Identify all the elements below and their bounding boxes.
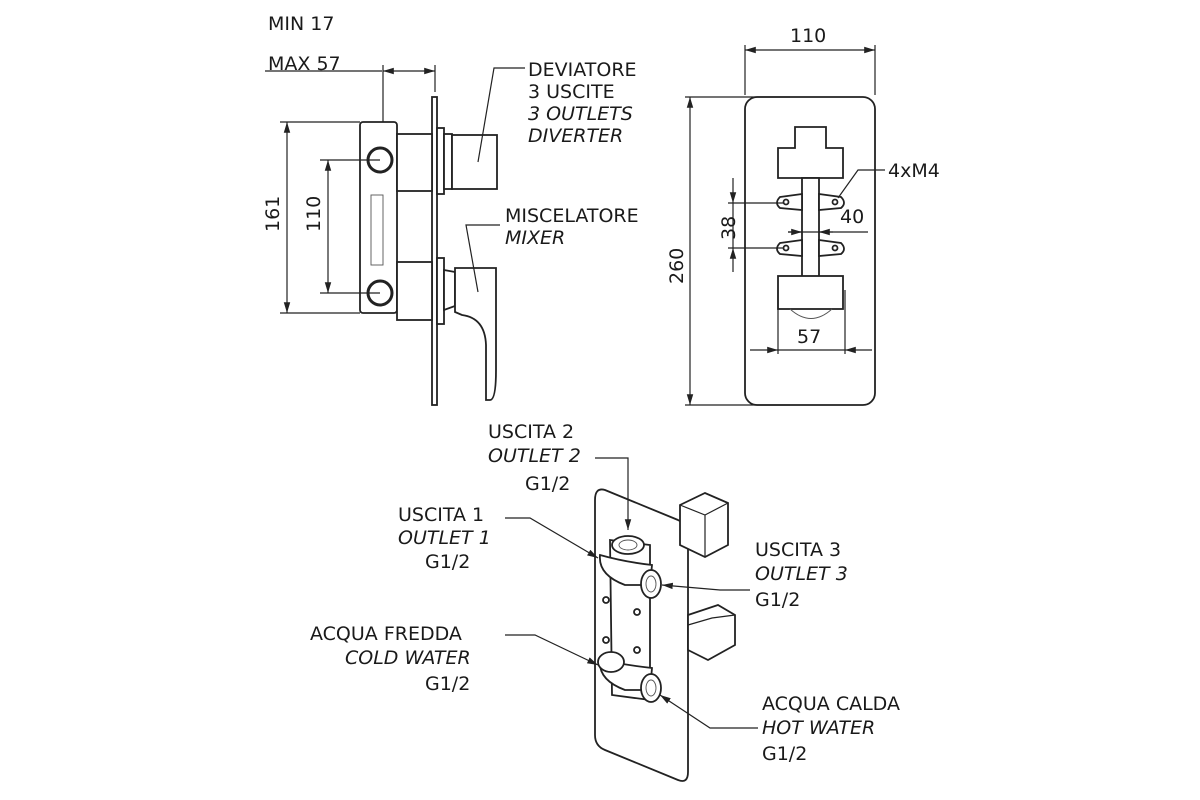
cold-water-label-en: COLD WATER	[345, 647, 471, 669]
outlet-1-thread: G1/2	[425, 551, 470, 573]
diverter-outlets-it: 3 USCITE	[528, 81, 615, 103]
width-110-label: 110	[790, 25, 826, 47]
hot-water-label-it: ACQUA CALDA	[762, 693, 900, 715]
outlet-2-label-it: USCITA 2	[488, 421, 574, 443]
width-57-label: 57	[797, 326, 821, 348]
diverter-label-it: DEVIATORE	[528, 59, 637, 81]
cold-water-thread: G1/2	[425, 673, 470, 695]
diverter-outlets-en: 3 OUTLETS	[528, 103, 633, 125]
outlet-2-label-en: OUTLET 2	[488, 445, 581, 467]
screw-ears	[776, 192, 845, 257]
mixer-lever	[454, 267, 497, 401]
top-valve-block	[777, 126, 844, 179]
depth-max-label: MAX 57	[268, 53, 341, 75]
side-view: MIN 17 MAX 57 161 110 DEVI	[262, 13, 639, 406]
diverter-knob	[451, 134, 498, 190]
bottom-valve-block	[777, 275, 844, 310]
height-161-label: 161	[262, 196, 284, 232]
depth-min-label: MIN 17	[268, 13, 334, 35]
diverter-label-en: DIVERTER	[528, 125, 623, 147]
height-260-label: 260	[666, 248, 688, 284]
outlet-1-label-en: OUTLET 1	[398, 527, 491, 549]
outlet-3-label-it: USCITA 3	[755, 539, 841, 561]
screws-label: 4xM4	[888, 160, 940, 182]
outlet-2-thread: G1/2	[525, 473, 570, 495]
cold-water-label-it: ACQUA FREDDA	[310, 623, 462, 645]
spacing-110-label: 110	[303, 196, 325, 232]
spacing-40-label: 40	[840, 206, 864, 228]
cover-plate-edge	[431, 96, 438, 406]
outlet-3-thread: G1/2	[755, 589, 800, 611]
spacing-38-label: 38	[718, 216, 740, 240]
outlet-3-label-en: OUTLET 3	[755, 563, 848, 585]
iso-view: USCITA 2 OUTLET 2 G1/2 USCITA 1 OUTLET 1…	[310, 421, 900, 782]
mixer-label-it: MISCELATORE	[505, 205, 639, 227]
outlet-1-label-it: USCITA 1	[398, 504, 484, 526]
mixer-label-en: MIXER	[505, 227, 565, 249]
front-view: 110 260 38 40	[666, 25, 940, 406]
hot-water-thread: G1/2	[762, 743, 807, 765]
hot-water-label-en: HOT WATER	[762, 717, 875, 739]
